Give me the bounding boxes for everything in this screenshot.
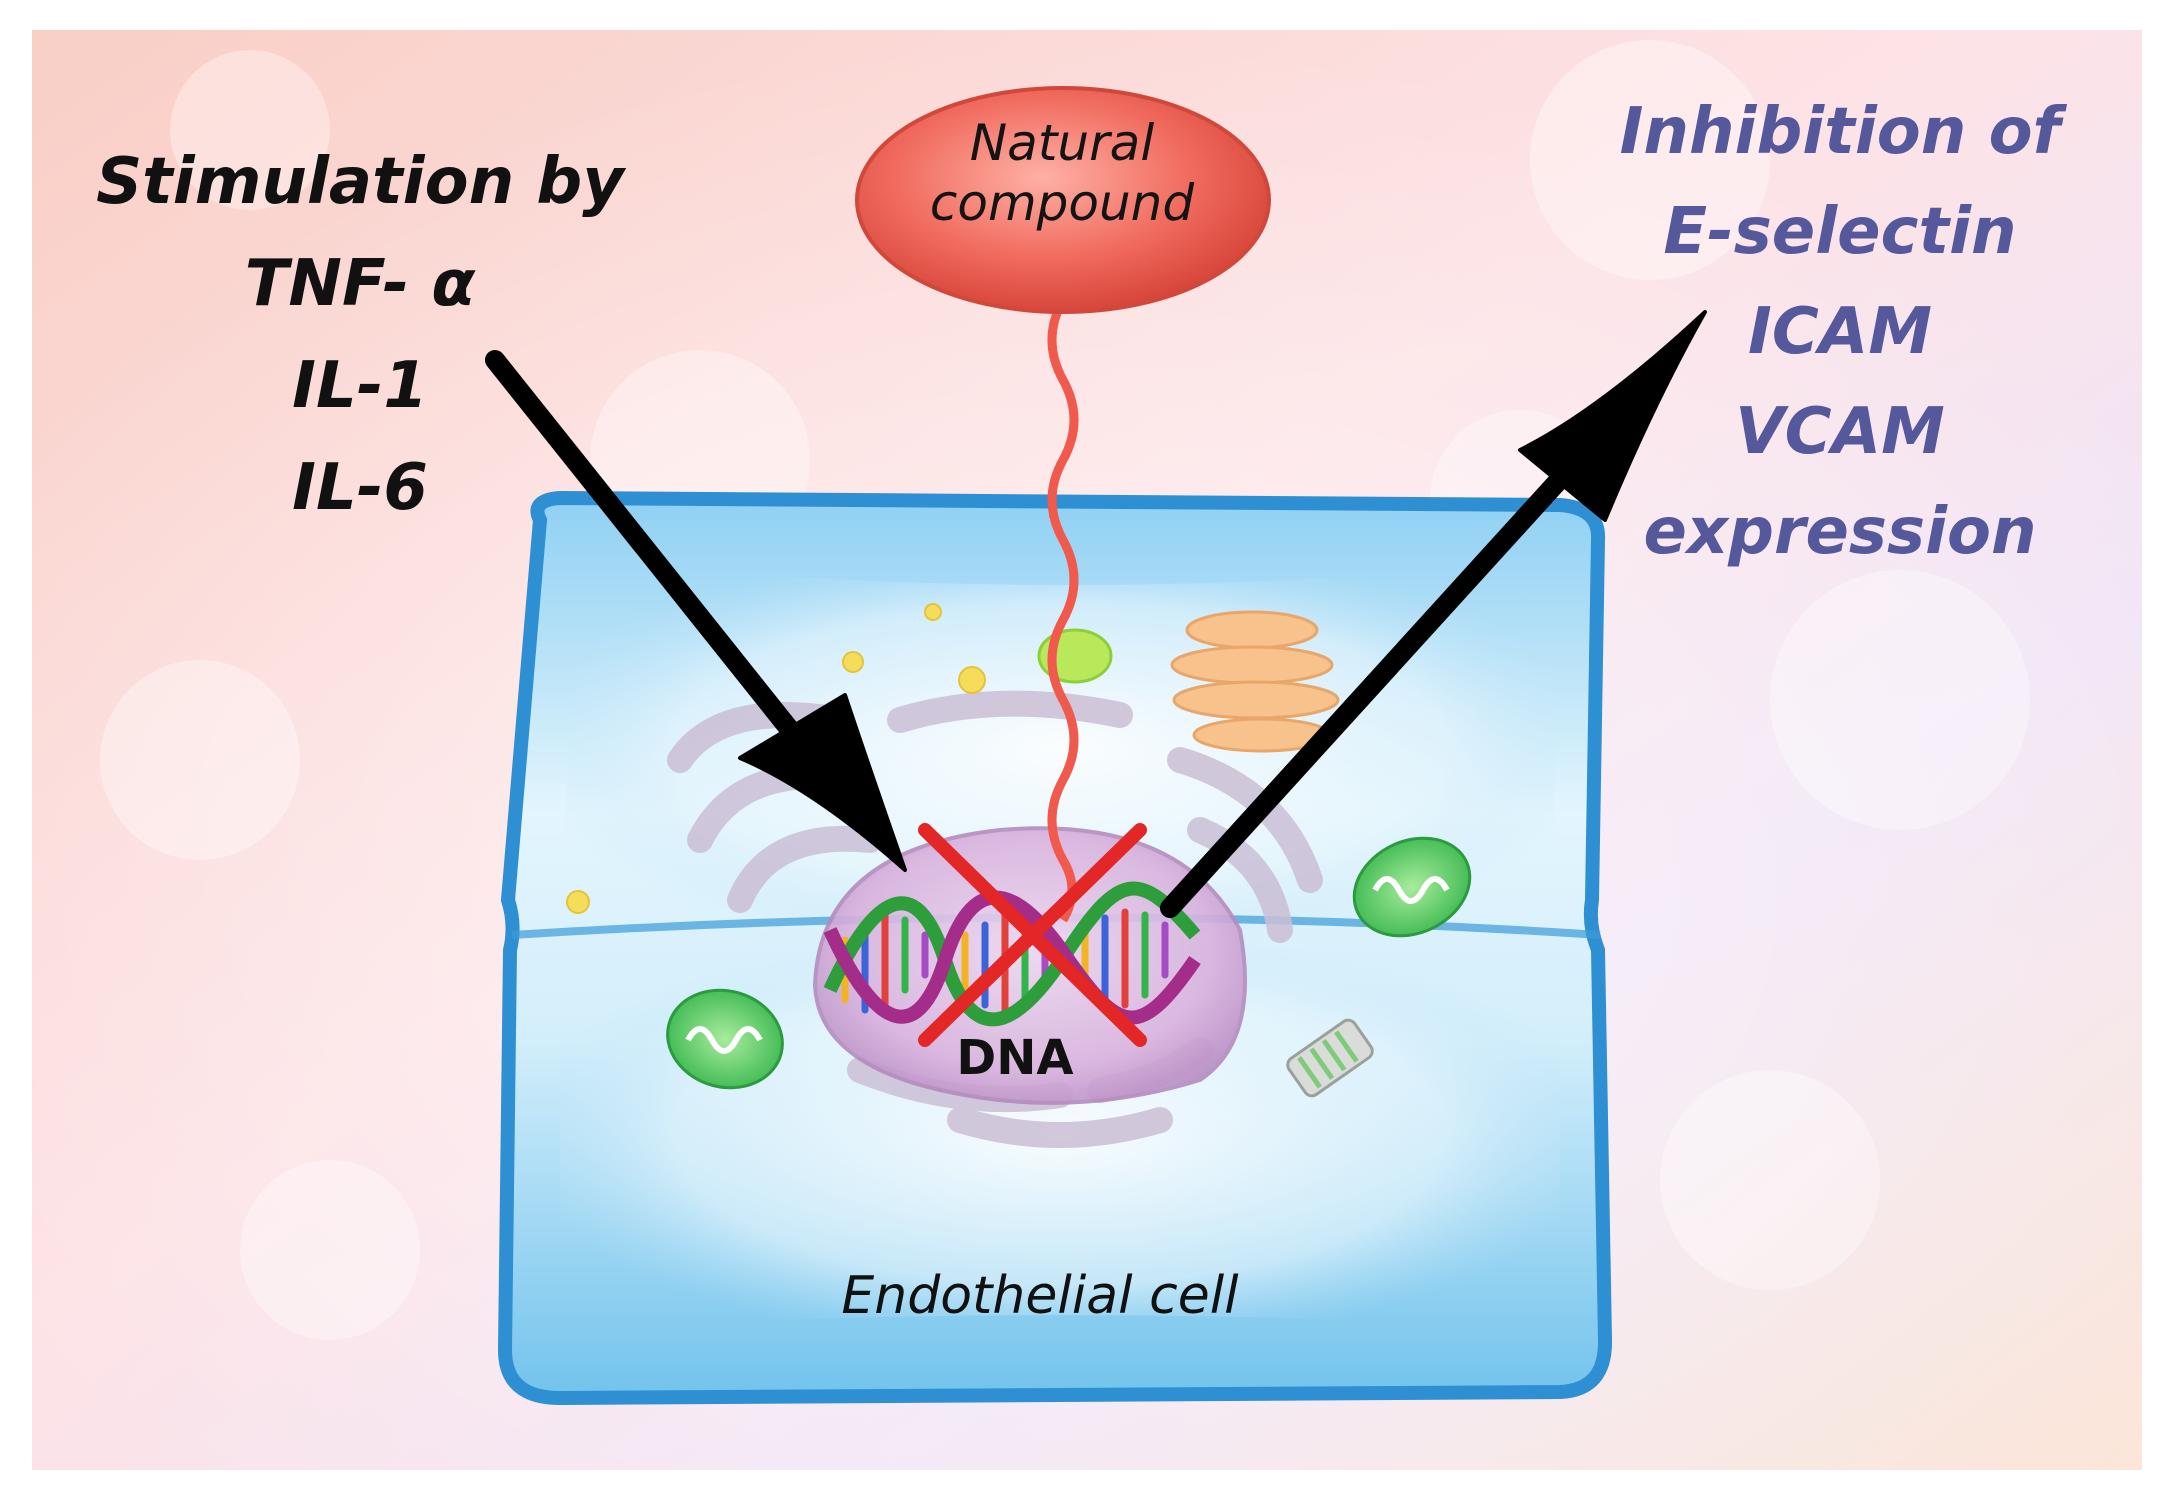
cell-label: Endothelial cell bbox=[841, 1266, 1239, 1326]
natural-compound-bubble bbox=[855, 86, 1271, 314]
inhibition-line: ICAM bbox=[1748, 295, 1932, 369]
centriole-icon bbox=[1286, 1018, 1374, 1098]
stimulation-line: IL-6 bbox=[292, 451, 428, 525]
stimulation-label: Stimulation by TNF- α IL-1 IL-6 bbox=[80, 150, 640, 558]
mitochondrion-right bbox=[1352, 836, 1472, 938]
stimulation-line: TNF- α bbox=[244, 247, 476, 321]
compound-tether bbox=[1047, 297, 1079, 923]
stimulation-arrow bbox=[485, 350, 907, 872]
dna-label: DNA bbox=[956, 1030, 1074, 1086]
mitochondrion-left bbox=[666, 988, 784, 1090]
vesicles bbox=[566, 603, 986, 914]
inhibition-line: VCAM bbox=[1735, 395, 1945, 469]
inhibition-line: expression bbox=[1643, 495, 2037, 569]
inhibition-cross-icon bbox=[918, 823, 1147, 1047]
stimulation-line: IL-1 bbox=[292, 349, 428, 423]
stimulation-line: Stimulation by bbox=[96, 145, 624, 219]
compound-line: compound bbox=[929, 174, 1195, 232]
compound-line: Natural bbox=[969, 114, 1155, 172]
endoplasmic-reticulum bbox=[667, 690, 1323, 1148]
expression-arrow bbox=[1160, 310, 1707, 918]
inhibition-line: Inhibition of bbox=[1619, 95, 2061, 169]
compound-label: Natural compound bbox=[862, 118, 1262, 238]
golgi-apparatus bbox=[1170, 610, 1340, 753]
inhibition-line: E-selectin bbox=[1663, 195, 2017, 269]
inhibition-label: Inhibition of E-selectin ICAM VCAM expre… bbox=[1560, 100, 2120, 600]
